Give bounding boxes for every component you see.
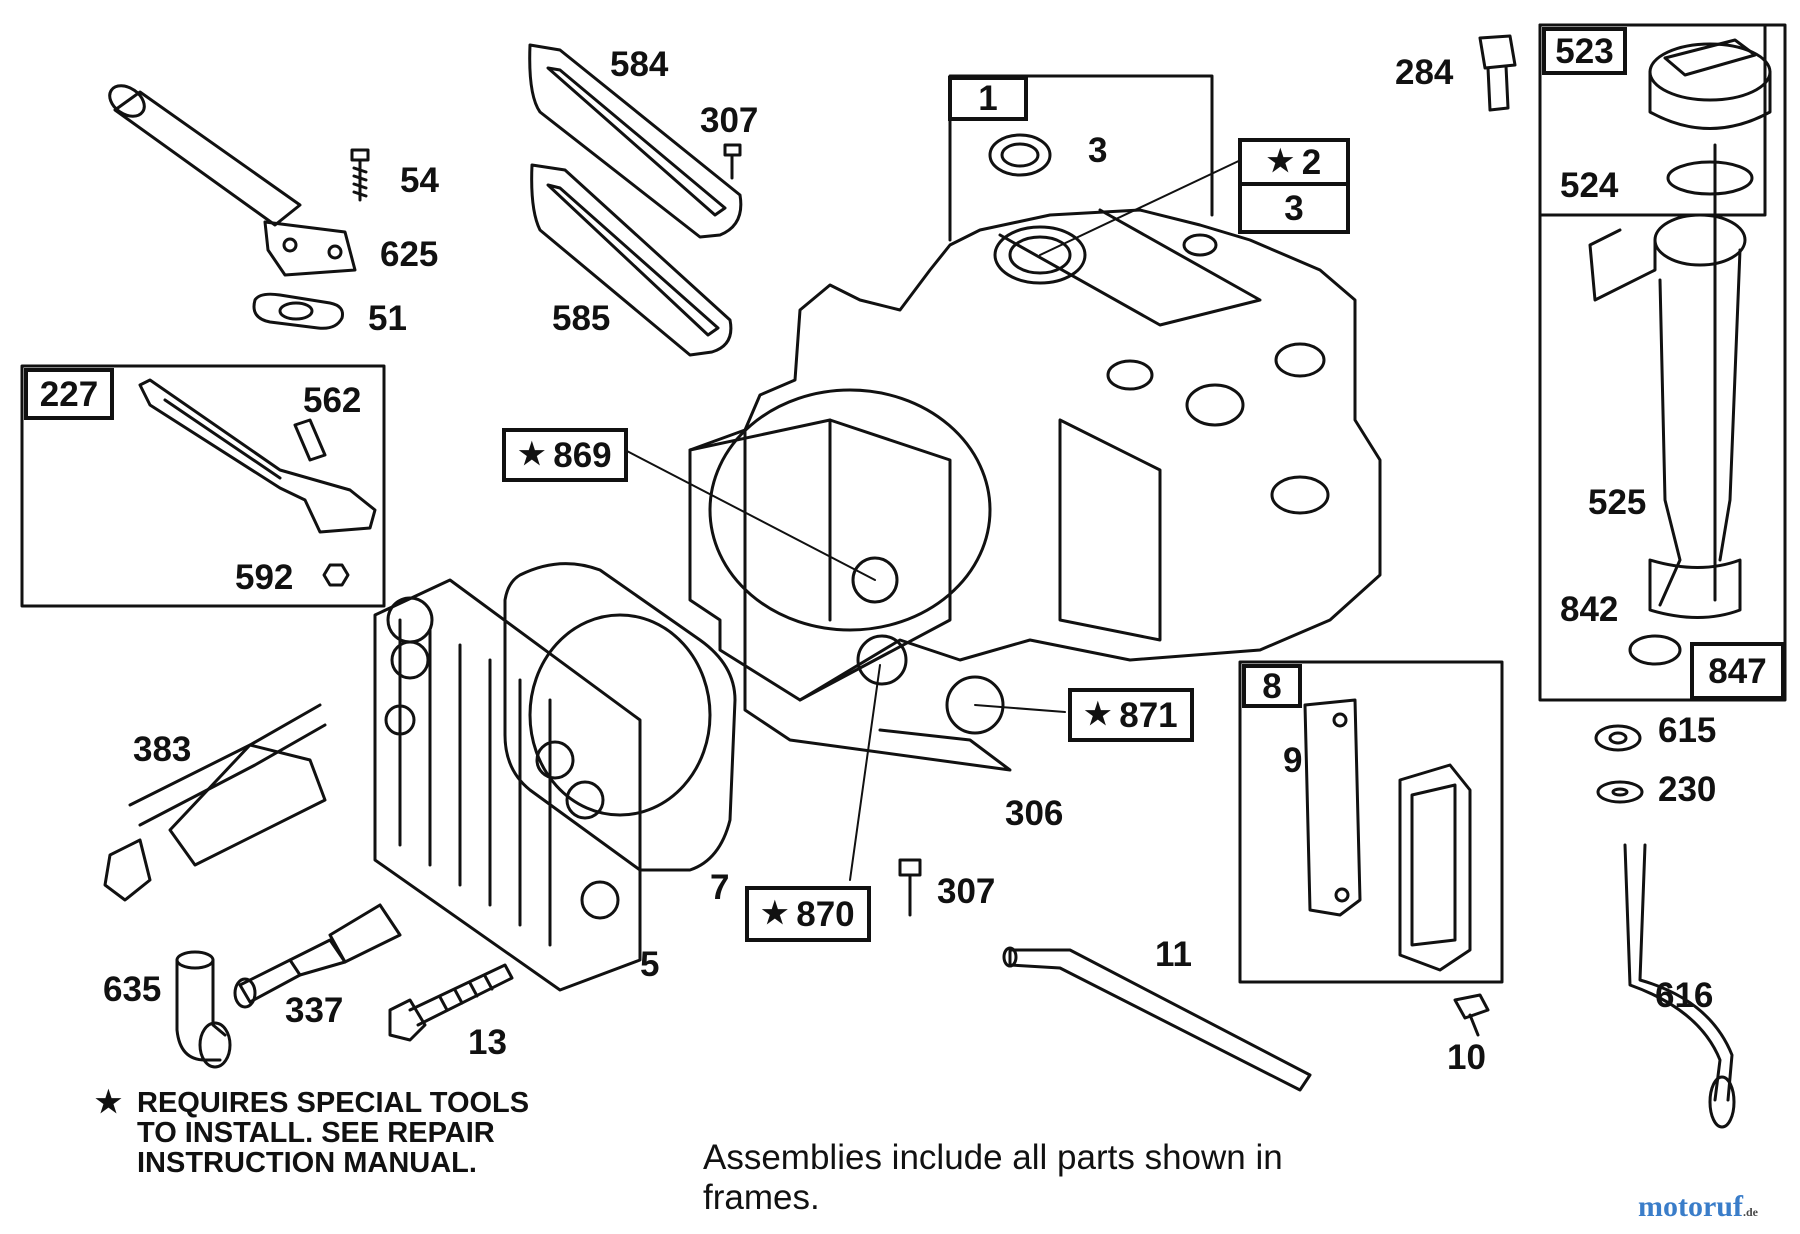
special-tools-line-1: REQUIRES SPECIAL TOOLS — [137, 1087, 530, 1119]
cylinder-head-5 — [373, 578, 642, 992]
part-label-616: 616 — [1655, 976, 1714, 1015]
head-gasket-7 — [503, 562, 737, 872]
frame-8-outline — [1238, 660, 1504, 984]
part-label-337: 337 — [285, 991, 344, 1030]
elbow-635 — [175, 950, 232, 1069]
washer-615 — [1594, 724, 1642, 752]
starred-part-869-number: 869 — [553, 435, 612, 475]
assemblies-note: Assemblies include all parts shown in fr… — [703, 1138, 1283, 1218]
frame-label-2: ★ 2 — [1238, 138, 1350, 186]
frame-label-227: 227 — [24, 368, 114, 420]
starred-part-871: ★ 871 — [1068, 688, 1194, 742]
part-label-383: 383 — [133, 730, 192, 769]
starred-part-870-number: 870 — [796, 894, 855, 934]
part-label-5: 5 — [640, 945, 660, 984]
part-label-10: 10 — [1447, 1038, 1486, 1077]
frame-227-outline — [20, 364, 386, 608]
part-label-592: 592 — [235, 558, 294, 597]
star-icon: ★ — [1266, 145, 1294, 178]
starred-part-870: ★ 870 — [745, 886, 871, 942]
part-label-306: 306 — [1005, 794, 1064, 833]
part-label-615: 615 — [1658, 711, 1717, 750]
special-tools-note: ★ REQUIRES SPECIAL TOOLS TO INSTALL. SEE… — [95, 1086, 530, 1179]
bracket-227 — [138, 378, 377, 587]
crankcase — [688, 133, 1382, 772]
starred-part-869: ★ 869 — [502, 428, 628, 482]
spark-plug-337 — [233, 903, 402, 1009]
part-label-13: 13 — [468, 1023, 507, 1062]
part-label-230: 230 — [1658, 770, 1717, 809]
frame-label-2-sub: 3 — [1238, 182, 1350, 234]
gasket-585 — [530, 163, 733, 357]
part-label-9: 9 — [1283, 741, 1303, 780]
bolt-284 — [1478, 34, 1517, 112]
tube-11 — [1002, 946, 1312, 1092]
star-icon: ★ — [518, 438, 546, 471]
part-label-524: 524 — [1560, 166, 1619, 205]
part-label-11: 11 — [1155, 935, 1192, 974]
part-label-54: 54 — [400, 161, 439, 200]
screw-54 — [350, 148, 370, 202]
part-label-562: 562 — [303, 381, 362, 420]
breather-tube-625 — [108, 84, 357, 277]
part-label-584: 584 — [610, 45, 669, 84]
bolt-13 — [388, 963, 514, 1042]
special-tools-line-2: TO INSTALL. SEE REPAIR — [137, 1117, 495, 1149]
tube-383 — [103, 703, 327, 902]
assemblies-line-2: frames. — [703, 1178, 820, 1217]
frame-label-847: 847 — [1690, 642, 1785, 700]
breather-assembly-8 — [1303, 698, 1472, 972]
screw-307-top — [723, 143, 742, 180]
frame-label-1: 1 — [948, 76, 1028, 121]
star-icon: ★ — [95, 1086, 122, 1119]
part-label-3: 3 — [1088, 131, 1108, 170]
frame-523-847-outline — [1538, 23, 1787, 702]
frame-label-2-number: 2 — [1301, 142, 1322, 182]
star-icon: ★ — [761, 897, 789, 930]
watermark-name: motoruf — [1638, 1190, 1743, 1223]
washer-230 — [1596, 780, 1644, 804]
frame-label-523: 523 — [1542, 27, 1627, 75]
part-label-307-bottom: 307 — [937, 872, 996, 911]
part-label-7: 7 — [710, 868, 730, 907]
starred-part-871-number: 871 — [1119, 695, 1178, 735]
gasket-51 — [252, 292, 344, 330]
part-label-625: 625 — [380, 235, 439, 274]
part-label-585: 585 — [552, 299, 611, 338]
assemblies-line-1: Assemblies include all parts shown in — [703, 1138, 1283, 1177]
special-tools-line-3: INSTRUCTION MANUAL. — [137, 1147, 477, 1179]
screw-307-bottom — [898, 858, 922, 917]
watermark-tld: .de — [1742, 1205, 1758, 1219]
part-label-842: 842 — [1560, 590, 1619, 629]
leader-lines — [624, 157, 1246, 881]
star-icon: ★ — [1084, 698, 1112, 731]
part-label-525: 525 — [1588, 483, 1647, 522]
motoruf-watermark: motoruf.de — [1638, 1190, 1758, 1224]
dipstick-616 — [1623, 843, 1736, 1129]
part-label-51: 51 — [368, 299, 407, 338]
part-label-635: 635 — [103, 970, 162, 1009]
frame-1-outline — [948, 74, 1214, 242]
frame-label-8: 8 — [1242, 664, 1302, 708]
screw-10 — [1453, 993, 1490, 1037]
oil-fill-cap-523 — [1648, 38, 1772, 602]
part-label-284: 284 — [1395, 53, 1454, 92]
part-label-307-top: 307 — [700, 101, 759, 140]
gasket-584 — [528, 43, 743, 239]
